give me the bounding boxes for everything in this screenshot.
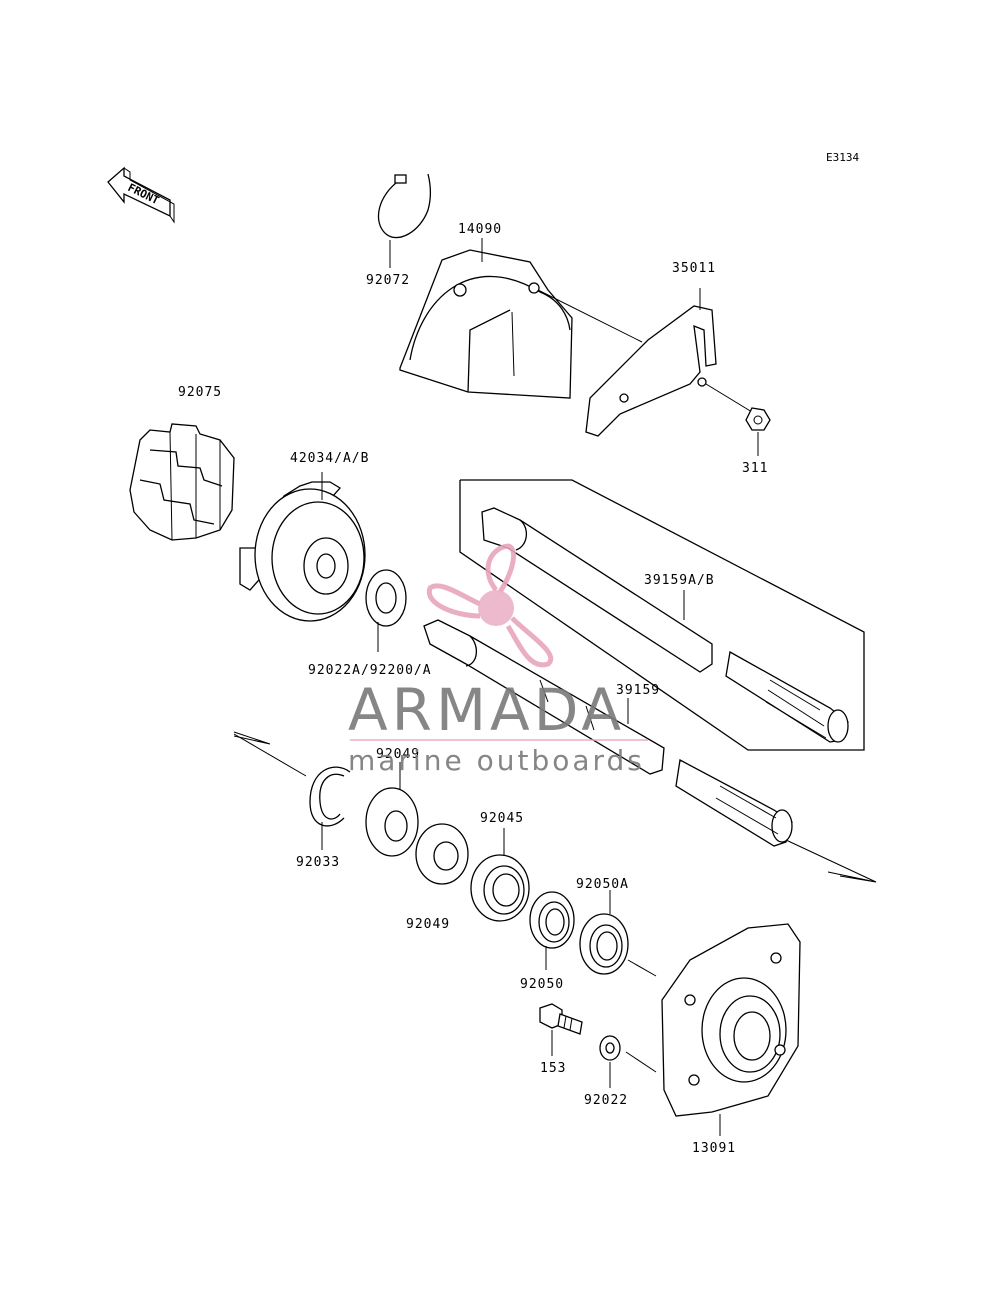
clamp-92072 bbox=[377, 173, 431, 268]
watermark: ARMADA marine outboards bbox=[348, 543, 648, 777]
snapring-92033 bbox=[309, 766, 351, 850]
label-14090: 14090 bbox=[458, 222, 502, 237]
label-153: 153 bbox=[540, 1061, 566, 1076]
shaft-39159ab bbox=[481, 507, 849, 743]
watermark-tagline: marine outboards bbox=[348, 744, 645, 777]
label-92045: 92045 bbox=[480, 811, 524, 826]
shaft-box-39159ab bbox=[459, 479, 865, 751]
label-92072: 92072 bbox=[366, 273, 410, 288]
label-92049-upper: 92049 bbox=[376, 747, 420, 762]
label-13091: 13091 bbox=[692, 1141, 736, 1156]
label-42034: 42034/A/B bbox=[290, 451, 369, 466]
label-92022a: 92022A/92200/A bbox=[308, 663, 432, 678]
shaft-39159 bbox=[423, 619, 793, 847]
front-arrow-icon: FRONT bbox=[107, 166, 175, 224]
hub-42034 bbox=[239, 472, 366, 622]
seal-92050a bbox=[579, 890, 657, 977]
centerline bbox=[233, 731, 877, 883]
bracket-35011 bbox=[585, 288, 753, 437]
housing-13091 bbox=[661, 923, 801, 1136]
label-92022: 92022 bbox=[584, 1093, 628, 1108]
seal-92050 bbox=[529, 891, 575, 970]
propeller-logo-icon bbox=[426, 543, 554, 668]
label-35011: 35011 bbox=[672, 261, 716, 276]
watermark-brand: ARMADA bbox=[348, 676, 625, 744]
washer-92049-lower bbox=[415, 823, 469, 885]
label-92050a: 92050A bbox=[576, 877, 629, 892]
label-92075: 92075 bbox=[178, 385, 222, 400]
washer-92022a bbox=[365, 569, 407, 652]
washer-92022 bbox=[599, 1035, 657, 1088]
coupling-92075 bbox=[129, 423, 235, 541]
nut-311 bbox=[745, 407, 771, 456]
label-39159ab: 39159A/B bbox=[644, 573, 715, 588]
label-92050: 92050 bbox=[520, 977, 564, 992]
label-92049-lower: 92049 bbox=[406, 917, 450, 932]
label-92033: 92033 bbox=[296, 855, 340, 870]
cover-14090 bbox=[399, 238, 643, 399]
bearing-92045 bbox=[470, 828, 530, 922]
bolt-153 bbox=[539, 1003, 583, 1056]
label-39159: 39159 bbox=[616, 683, 660, 698]
label-311: 311 bbox=[742, 461, 768, 476]
washer-92049-upper bbox=[365, 762, 419, 857]
diagram-code: E3134 bbox=[826, 151, 859, 164]
